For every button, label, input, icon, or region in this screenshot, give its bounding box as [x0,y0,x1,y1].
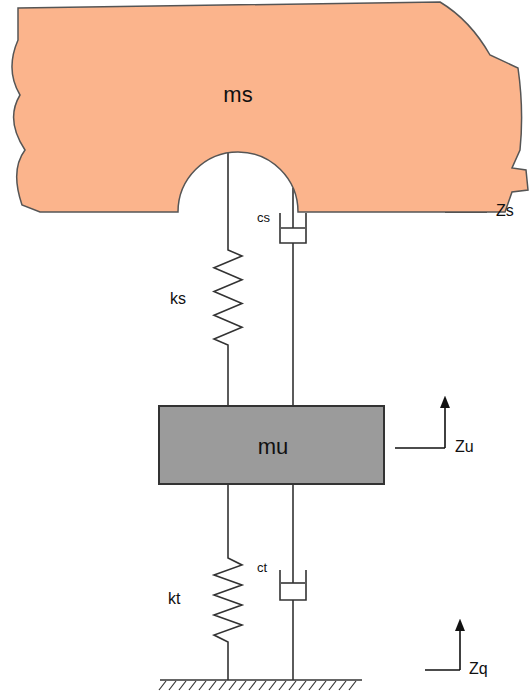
displacement-label: Zu [455,438,474,456]
ground [159,680,362,690]
damper-label: cs [257,210,270,225]
displacement-label: Zq [469,660,488,678]
tyre-spring [214,485,242,680]
displacement-arrow [425,625,460,670]
damper-label: ct [257,560,267,575]
mass-label: ms [223,82,252,108]
tyre-damper [280,485,306,680]
suspension-spring [214,153,242,405]
spring-label: ks [170,290,186,308]
displacement-arrow [395,402,445,448]
unsprung-mass-box: mu [158,405,385,485]
displacement-label: Zs [496,202,514,220]
mass-label: mu [258,434,289,460]
suspension-damper [280,188,306,405]
spring-label: kt [168,590,180,608]
car-body-outline [15,0,530,215]
sprung-mass-body: ms [15,0,530,215]
